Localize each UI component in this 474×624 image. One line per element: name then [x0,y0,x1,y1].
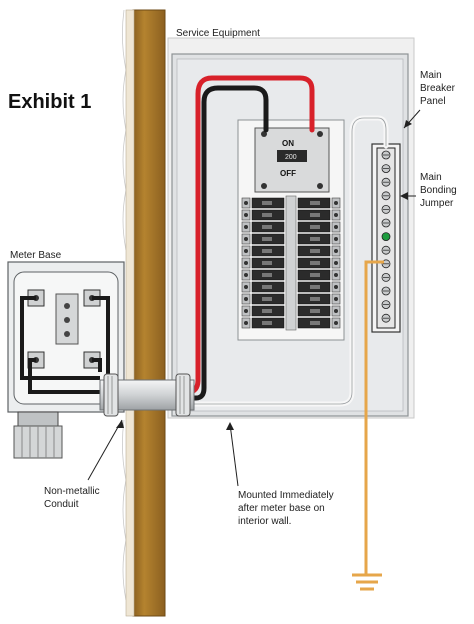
service-equipment-label: Service Equipment [176,28,260,39]
branch-breakers [241,195,341,331]
grounding-electrode-conductor [352,260,384,591]
breaker-row [241,209,341,221]
drywall-edge [125,9,135,617]
breaker-row [241,269,341,281]
main-bonding-jumper-screw [381,232,391,242]
main-bonding-jumper-label-line-2: Bonding [420,185,457,196]
breaker-row [241,257,341,269]
switch-on-label: ON [282,139,294,148]
meter-base [7,261,125,459]
switch-rating: 200 [285,154,297,161]
non-metallic-conduit [99,373,195,417]
mounted-label-line-3: interior wall. [238,516,291,527]
switch-off-label: OFF [280,169,296,178]
main-breaker-panel-label-line-2: Breaker [420,83,456,94]
breaker-row [241,305,341,317]
non-metallic-conduit-label-line-1: Non-metallic [44,486,100,497]
hot-bus [285,195,297,331]
mounted-label-line-2: after meter base on [238,503,325,514]
mounted-label-line-1: Mounted Immediately [238,490,334,501]
bus-bar-screws [381,150,391,323]
breaker-row [241,317,341,329]
callout-arrowheads [116,120,412,430]
main-bonding-jumper-label-line-3: Jumper [420,198,454,209]
exhibit-title: Exhibit 1 [8,91,91,113]
main-bonding-jumper-label-line-1: Main [420,172,442,183]
wall-stud [132,9,166,617]
breaker-row [241,197,341,209]
main-breaker-panel-label-line-3: Panel [420,96,446,107]
breaker-row [241,281,341,293]
service-conductors [171,75,389,407]
main-breaker-switch: 200 [254,127,330,193]
breaker-row [241,245,341,257]
breaker-row [241,293,341,305]
meter-base-label: Meter Base [10,250,62,261]
breaker-row [241,221,341,233]
breaker-row [241,233,341,245]
non-metallic-conduit-label-line-2: Conduit [44,499,79,510]
main-breaker-panel-label-line-1: Main [420,70,442,81]
